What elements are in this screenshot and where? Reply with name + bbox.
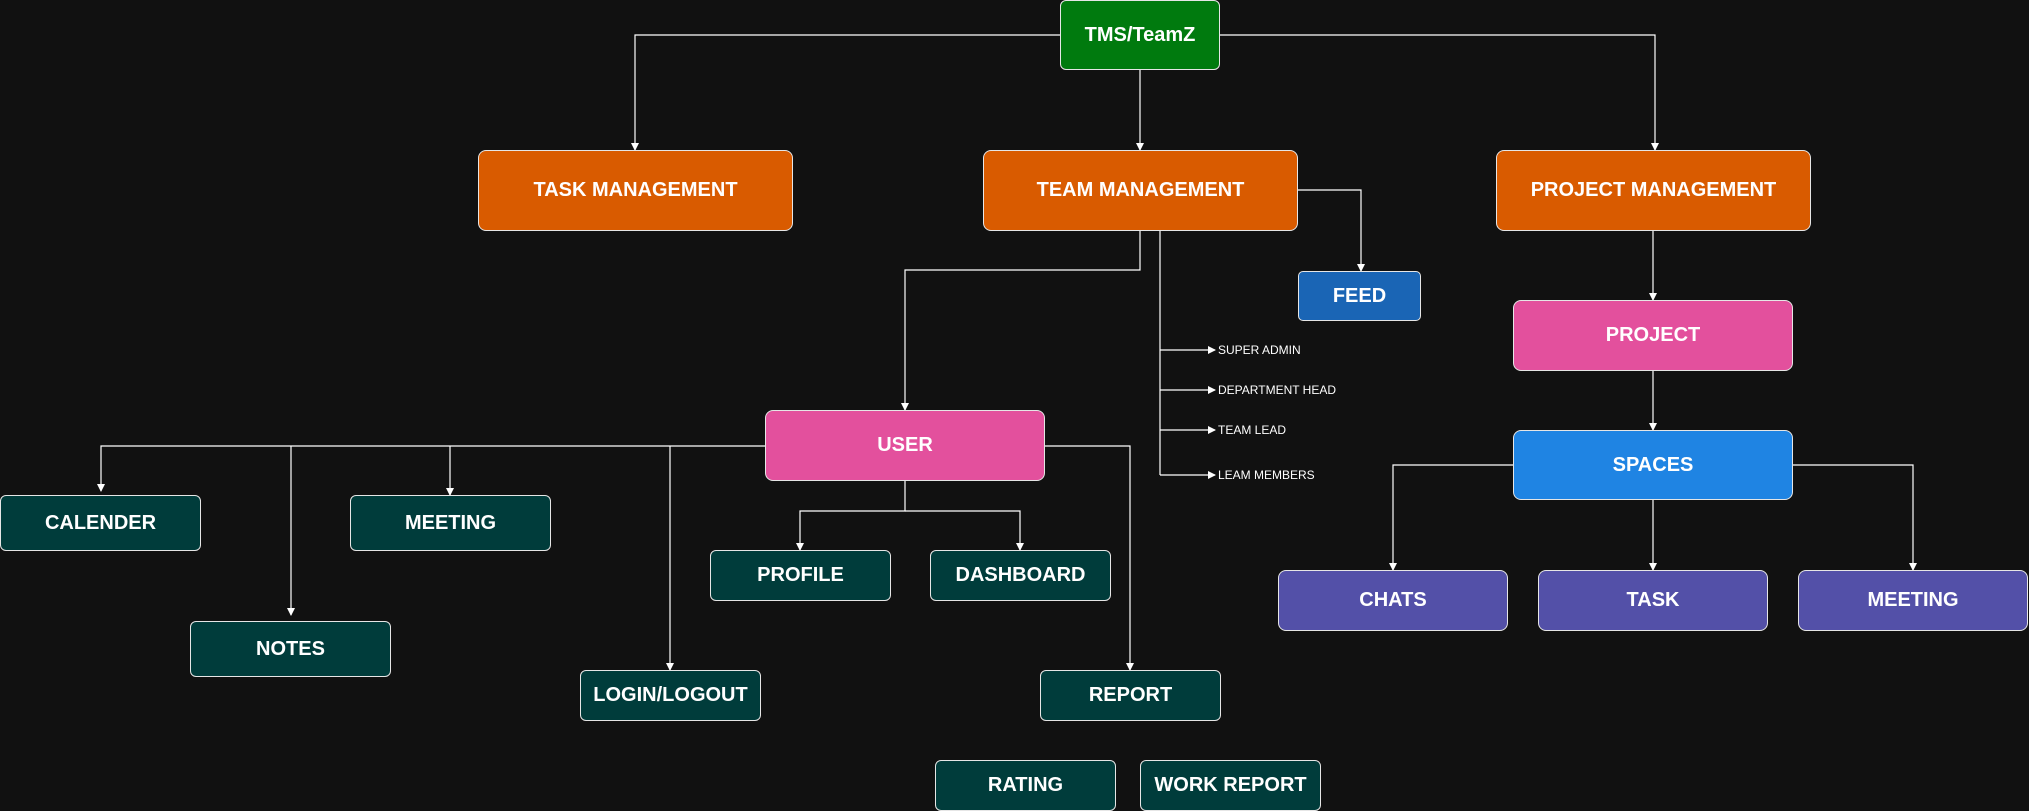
node-spaces[interactable]: SPACES [1513,430,1793,500]
node-user[interactable]: USER [765,410,1045,481]
edge-user-report [1045,445,1134,671]
node-spaces-meeting[interactable]: MEETING [1798,570,2028,631]
edge-user-profile [796,481,906,551]
edge-root-project-management [1220,34,1659,151]
edge-team-feed [1298,189,1365,272]
node-chats[interactable]: CHATS [1278,570,1508,631]
node-project[interactable]: PROJECT [1513,300,1793,371]
edge-user-calender [97,445,765,492]
node-notes[interactable]: NOTES [190,621,391,677]
edge-spaces-meeting [1793,464,1917,571]
edge-root-task-management [631,34,1060,151]
node-dashboard[interactable]: DASHBOARD [930,550,1111,601]
node-project-management[interactable]: PROJECT MANAGEMENT [1496,150,1811,231]
node-meeting[interactable]: MEETING [350,495,551,551]
role-department-head: DEPARTMENT HEAD [1218,383,1337,397]
node-login-logout[interactable]: LOGIN/LOGOUT [580,670,761,721]
node-rating[interactable]: RATING [935,760,1116,811]
node-team-management[interactable]: TEAM MANAGEMENT [983,150,1298,231]
node-feed[interactable]: FEED [1298,271,1421,321]
node-report[interactable]: REPORT [1040,670,1221,721]
node-task[interactable]: TASK [1538,570,1768,631]
role-leam-members: LEAM MEMBERS [1218,468,1315,482]
node-task-management[interactable]: TASK MANAGEMENT [478,150,793,231]
node-profile[interactable]: PROFILE [710,550,891,601]
node-root[interactable]: TMS/TeamZ [1060,0,1220,70]
role-team-lead: TEAM LEAD [1218,423,1287,437]
node-work-report[interactable]: WORK REPORT [1140,760,1321,811]
role-super-admin: SUPER ADMIN [1218,343,1301,357]
node-calender[interactable]: CALENDER [0,495,201,551]
edge-spaces-chats [1389,464,1513,571]
edge-user-dashboard [905,510,1024,551]
edge-team-user [901,231,1141,411]
